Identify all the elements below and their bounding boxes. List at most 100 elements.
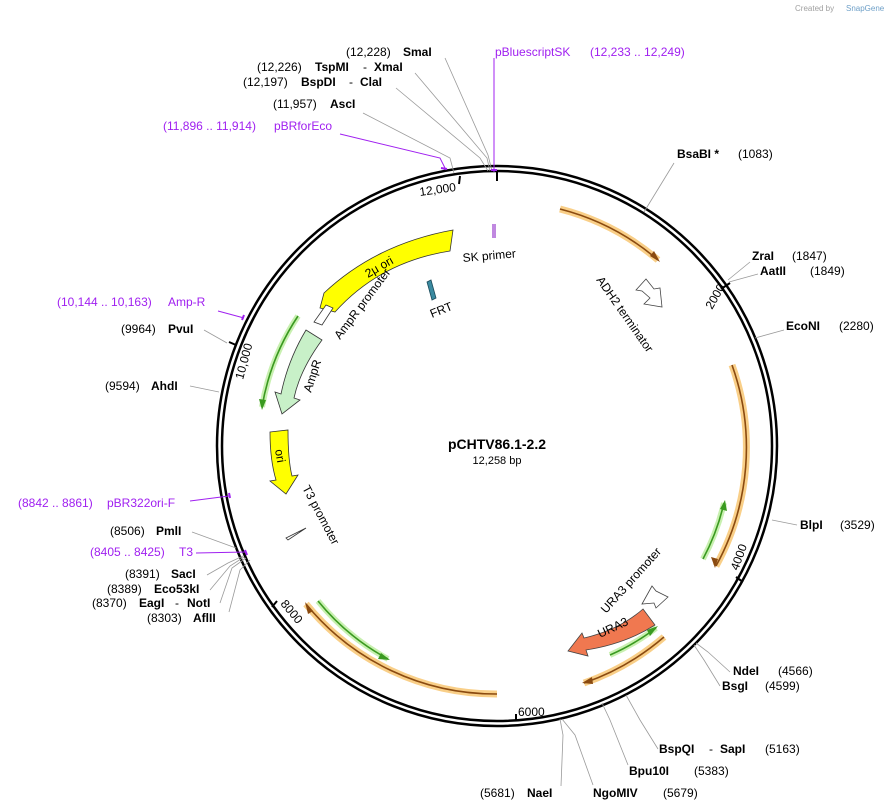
primer-pbluescriptsk-range: (12,233 .. 12,249) [590, 45, 685, 59]
enzyme-saci-name: SacI [171, 567, 196, 581]
orf-arc-right-line [715, 364, 748, 567]
orf-arrowhead-bottom-right [582, 677, 593, 684]
feature-frt: FRT [426, 279, 455, 321]
tick-mark-12000 [458, 175, 461, 185]
leader-asci [362, 112, 455, 174]
leader-sapi [625, 694, 659, 750]
snapgene-credit: Created by SnapGene [795, 4, 885, 13]
enzyme-eco53ki-pos: (8389) [107, 582, 142, 596]
enzyme-zrai-pos: (1847) [792, 249, 827, 263]
enzyme-ngomiv-pos: (5679) [663, 786, 698, 800]
enzyme-saci-pos: (8391) [125, 567, 160, 581]
ampr-promoter-arrow [313, 304, 334, 326]
enzyme-eco53ki: (8389) Eco53kI [107, 582, 199, 596]
green-arrowhead-bottom-left [378, 653, 390, 660]
enzyme-smai-name: SmaI [403, 45, 432, 59]
enzyme-pvui-name: PvuI [168, 322, 193, 336]
ura3-promoter-arrow [641, 585, 669, 609]
credit-brand: SnapGene [846, 4, 885, 13]
orf-arc-top-right [559, 205, 661, 263]
tick-label-6000: 6000 [518, 705, 545, 719]
enzyme-smai: (12,228) SmaI [346, 45, 432, 59]
enzyme-bsgi: BsgI (4599) [722, 679, 800, 693]
enzyme-blpi: BlpI (3529) [800, 518, 875, 532]
orf-arrowhead-top-right [650, 251, 660, 262]
green-arrowhead-right [720, 500, 727, 511]
enzyme-bspdi-name: BspDI [301, 75, 336, 89]
enzyme-asci-name: AscI [330, 97, 355, 111]
feature-ori: ori [269, 429, 299, 495]
leader-naei [559, 718, 564, 787]
orf-arc-right [712, 363, 750, 568]
credit-text: Created by [795, 4, 834, 13]
enzyme-eagi-pos: (8370) [92, 596, 127, 610]
ori-arrow [269, 429, 299, 495]
feature-t3-promoter: T3 promoter [285, 483, 342, 547]
enzyme-bsgi-pos: (4599) [765, 679, 800, 693]
plasmid-backbone-outer [215, 164, 779, 728]
enzyme-ahdi-name: AhdI [151, 379, 178, 393]
green-orf-arc-left-line [261, 315, 299, 408]
enzyme-aflii-name: AflII [193, 611, 216, 625]
enzyme-saci: (8391) SacI [125, 567, 196, 581]
orf-arcs [303, 205, 750, 698]
ura3-promoter-label: URA3 promoter [598, 545, 664, 616]
enzyme-tspmi-pos: (12,226) [257, 60, 302, 74]
orf-arrowhead-bottom-left [305, 602, 313, 614]
primer-amp-r: (10,144 .. 10,163) Amp-R [57, 295, 206, 309]
ori-label: ori [272, 448, 288, 464]
green-arrowhead-left [259, 399, 266, 410]
plasmid-size: 12,258 bp [473, 455, 522, 467]
leader-eco53ki [209, 556, 245, 591]
enzyme-aflii: (8303) AflII [147, 611, 216, 625]
enzyme-econi-name: EcoNI [786, 319, 820, 333]
ampr-arrow [274, 329, 323, 415]
leader-aatii [728, 273, 759, 283]
enzyme-pvui-pos: (9964) [121, 322, 156, 336]
enzyme-tspmi-name: TspMI [315, 60, 349, 74]
leader-noti [219, 557, 247, 604]
t3-site [244, 549, 248, 556]
leader-ndei [695, 642, 731, 673]
enzyme-bspqi-sapi: BspQI - SapI (5163) [659, 742, 800, 756]
enzyme-bsgi-name: BsgI [722, 679, 748, 693]
primer-pbr322ori-f-name: pBR322ori-F [107, 496, 175, 510]
enzyme-smai-pos: (12,228) [346, 45, 391, 59]
enzyme-pmli-pos: (8506) [110, 524, 145, 538]
primer-leader-lines [189, 58, 497, 556]
t3-promoter-arrow [285, 527, 307, 541]
enzyme-pmli: (8506) PmlI [110, 524, 181, 538]
leader-xmai [414, 72, 491, 172]
enzyme-aatii-name: AatII [760, 264, 786, 278]
enzyme-ngomiv-name: NgoMIV [593, 786, 638, 800]
primer-pbr322ori-f-range: (8842 .. 8861) [18, 496, 93, 510]
feature-ura3: URA3 [567, 608, 656, 657]
enzyme-ahdi: (9594) AhdI [105, 379, 178, 393]
feature-sk-primer: SK primer [462, 224, 516, 265]
frt-arrow [426, 279, 437, 301]
primer-t3: (8405 .. 8425) T3 [90, 545, 193, 559]
leader-bsgi [693, 644, 721, 687]
2micron-ori-arrow [319, 229, 454, 313]
leader-bpu10i [601, 702, 629, 766]
leader-pvui [203, 329, 228, 344]
primer-amp-r-name: Amp-R [168, 295, 206, 309]
enzyme-sapi-name: SapI [720, 742, 745, 756]
enzyme-bpu10i-name: Bpu10I [629, 764, 669, 778]
green-arrowhead-ura [647, 626, 658, 636]
enzyme-eagi-noti: (8370) EagI - NotI [92, 596, 210, 610]
tick-label-8000: 8000 [278, 597, 306, 627]
enzyme-bspdi-pos: (12,197) [243, 75, 288, 89]
primer-pbrforeco: (11,896 .. 11,914) pBRforEco [163, 119, 332, 133]
enzyme-ngomiv: NgoMIV (5679) [593, 786, 698, 800]
leader-saci [206, 555, 244, 576]
enzyme-ndei-name: NdeI [733, 664, 759, 678]
primer-pbluescriptsk: pBluescriptSK (12,233 .. 12,249) [495, 45, 685, 59]
sk-primer-label: SK primer [462, 246, 516, 265]
enzyme-asci-pos: (11,957) [273, 97, 317, 111]
tick-marks [228, 171, 744, 720]
primer-labels: pBluescriptSK (12,233 .. 12,249) (11,896… [18, 45, 685, 559]
enzyme-pvui: (9964) PvuI [121, 322, 193, 336]
leader-smai [444, 57, 493, 172]
